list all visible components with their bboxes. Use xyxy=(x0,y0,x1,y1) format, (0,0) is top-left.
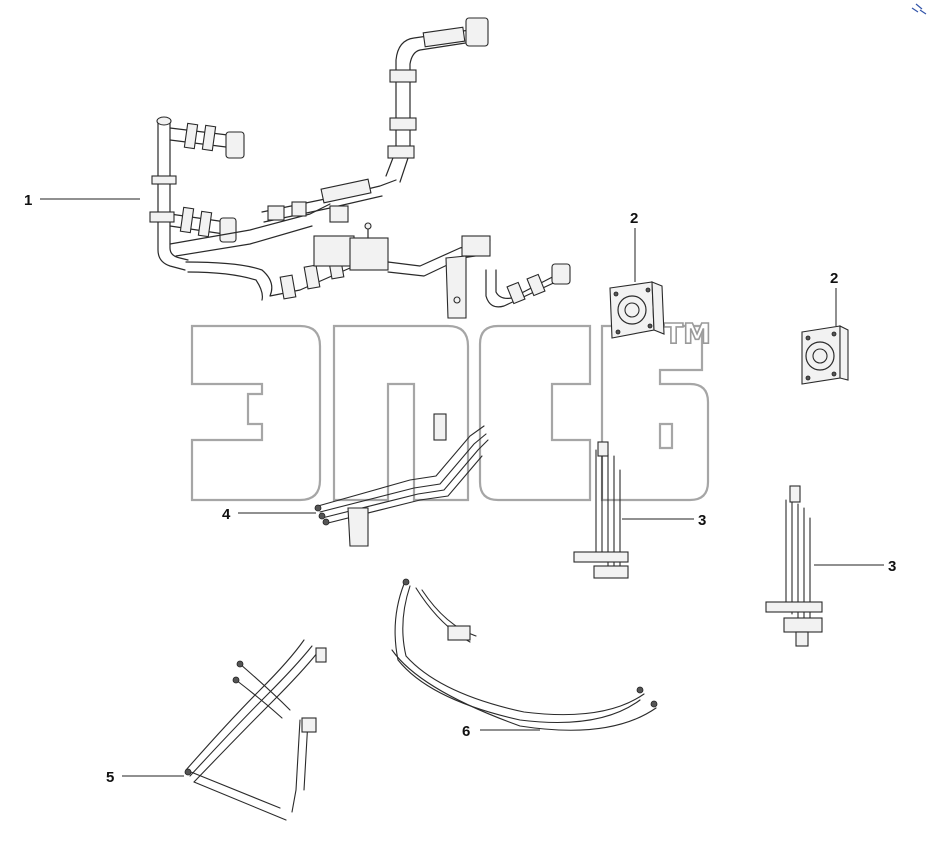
callout-3a: 3 xyxy=(622,512,706,529)
part-4-tube-set xyxy=(314,413,489,547)
part-6-long-hoses xyxy=(391,578,658,731)
watermark-logo: TM xyxy=(190,316,712,502)
callout-6-label: 6 xyxy=(462,723,470,740)
part-2-flange-a xyxy=(609,281,665,339)
part-3-hose-bundle-a xyxy=(573,441,629,579)
callout-4: 4 xyxy=(222,506,316,523)
callout-3b: 3 xyxy=(814,558,896,575)
part-5-hose-harness xyxy=(184,639,327,821)
part-3-hose-bundle-b xyxy=(765,485,823,647)
callout-2a: 2 xyxy=(630,210,638,282)
callout-1-label: 1 xyxy=(24,192,32,209)
part-1-pipe-assembly xyxy=(149,17,571,319)
corner-mark xyxy=(911,3,927,15)
callout-5-label: 5 xyxy=(106,769,114,786)
callout-2a-label: 2 xyxy=(630,210,638,227)
part-2-flange-b xyxy=(801,325,849,385)
callout-5: 5 xyxy=(106,769,184,786)
callout-3a-label: 3 xyxy=(698,512,706,529)
callout-3b-label: 3 xyxy=(888,558,896,575)
callout-2b-label: 2 xyxy=(830,270,838,287)
callout-2b: 2 xyxy=(830,270,838,326)
callout-6: 6 xyxy=(462,723,540,740)
callout-1: 1 xyxy=(24,192,140,209)
trademark-label: TM xyxy=(664,317,711,350)
callout-4-label: 4 xyxy=(222,506,231,523)
